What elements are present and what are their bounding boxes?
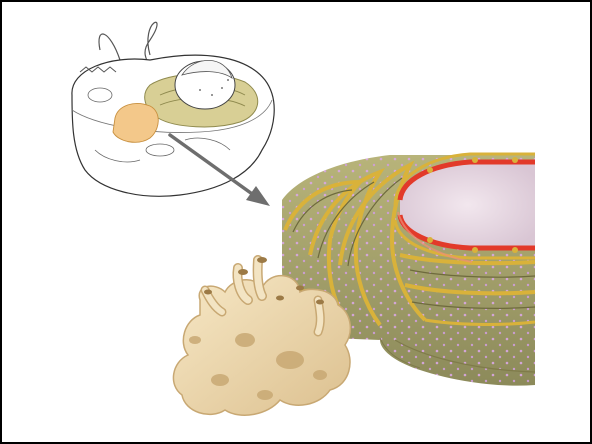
nucleus-icon bbox=[395, 154, 535, 262]
cell-overview-icon bbox=[72, 22, 274, 196]
